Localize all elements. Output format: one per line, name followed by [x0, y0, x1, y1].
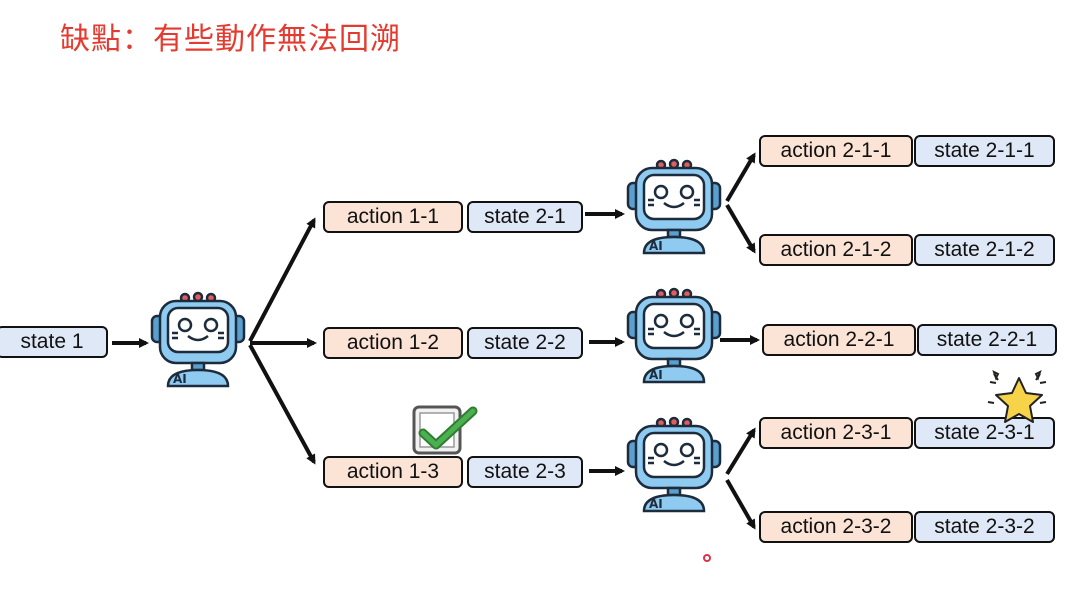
cursor-dot [703, 554, 711, 562]
node-state-2-1-2: state 2-1-2 [914, 234, 1055, 266]
arrow-branch-2-3-2 [725, 479, 756, 530]
node-state-2-2: state 2-2 [467, 327, 583, 359]
node-state-2-3-2: state 2-3-2 [914, 511, 1055, 543]
node-action-2-1-2: action 2-1-2 [759, 234, 913, 266]
robot-icon: AI [624, 157, 724, 257]
robot-icon: AI [624, 286, 724, 386]
node-state-1: state 1 [0, 326, 108, 358]
node-action-2-3-2: action 2-3-2 [759, 511, 913, 543]
arrow-branch-2-1-1 [725, 152, 756, 203]
arrow-branch-2-1-2 [725, 203, 756, 254]
node-action-1-1: action 1-1 [323, 201, 463, 233]
robot-label: AI [649, 239, 663, 253]
robot-icon: AI [624, 415, 724, 515]
node-state-2-3: state 2-3 [467, 456, 583, 488]
node-action-2-1-1: action 2-1-1 [759, 135, 913, 167]
node-state-2-1: state 2-1 [467, 201, 583, 233]
star-icon [984, 366, 1054, 434]
node-action-2-3-1: action 2-3-1 [759, 417, 913, 449]
node-action-1-2: action 1-2 [323, 327, 463, 359]
node-state-2-1-1: state 2-1-1 [914, 135, 1055, 167]
checkbox-checked-icon [411, 403, 481, 459]
robot-label: AI [173, 372, 187, 386]
page-title: 缺點：有些動作無法回溯 [60, 22, 401, 57]
robot-label: AI [649, 368, 663, 382]
node-action-1-3: action 1-3 [323, 456, 463, 488]
node-action-2-2-1: action 2-2-1 [762, 324, 916, 356]
robot-icon: AI [148, 290, 248, 390]
arrow-branch-1-1 [248, 217, 316, 342]
node-state-2-3-1: state 2-3-1 [914, 417, 1055, 449]
node-state-2-2-1: state 2-2-1 [917, 324, 1057, 356]
robot-label: AI [649, 497, 663, 511]
arrow-branch-1-3 [248, 344, 316, 465]
arrow-branch-2-3-1 [725, 427, 756, 476]
